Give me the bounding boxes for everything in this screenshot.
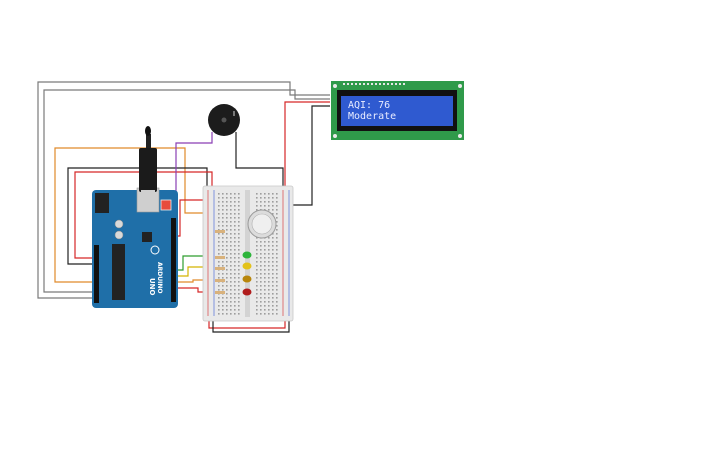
wire-black-lcd: [290, 105, 330, 206]
resistor-led-2: [215, 267, 225, 270]
wire-orange-1: [54, 147, 245, 283]
arduino-brand-label: ARDUINO: [156, 262, 163, 293]
arduino-uno[interactable]: ARDUINO UNO: [92, 187, 178, 308]
wire-black-1: [67, 167, 208, 265]
header-digital: [171, 218, 176, 302]
led-2: [242, 262, 252, 270]
wire-red-lcd: [284, 101, 330, 188]
lcd-screen: [341, 96, 453, 126]
lcd-mount-hole-tr: [458, 84, 462, 88]
atmega-chip: [112, 244, 125, 300]
lcd-line-1: AQI: 76: [348, 100, 390, 111]
capacitor-2: [114, 230, 124, 240]
wire-black-buzzer: [235, 132, 284, 190]
resistor-led-4: [215, 291, 225, 294]
wire-black-bottom: [212, 318, 290, 333]
arduino-logo: [150, 245, 160, 255]
arduino-model-label: UNO: [148, 278, 156, 296]
resistor-sensor: [215, 230, 225, 233]
wire-green-led: [177, 255, 213, 271]
led-3: [242, 275, 252, 283]
reset-button[interactable]: [160, 199, 172, 211]
lcd-mount-hole-bl: [333, 134, 337, 138]
wire-purple-buzzer: [175, 132, 213, 210]
buzzer-hole: [221, 117, 227, 123]
buzzer-plus: [233, 111, 235, 116]
led-1: [242, 251, 252, 259]
leds: [242, 251, 252, 296]
resistors: [215, 230, 225, 294]
smd-chip: [142, 232, 152, 242]
lcd-display[interactable]: AQI: 76 Moderate: [331, 81, 464, 140]
wire-red-1: [74, 171, 213, 259]
gas-sensor-mesh: [251, 213, 273, 235]
wire-gray-inner: [43, 89, 330, 293]
wire-yellow-led: [177, 266, 213, 277]
power-plug[interactable]: [139, 126, 157, 196]
led-4: [242, 288, 252, 296]
wire-red-bottom: [208, 318, 286, 329]
resistor-led-3: [215, 279, 225, 282]
buzzer[interactable]: [208, 104, 240, 136]
header-analog: [94, 245, 99, 303]
resistor-led-1: [215, 256, 225, 259]
gas-sensor[interactable]: [247, 209, 277, 239]
plug-top: [145, 126, 151, 136]
wire-red-power: [177, 199, 210, 237]
lcd-header-pins: [343, 83, 405, 85]
power-jack: [95, 193, 109, 213]
lcd-mount-hole-tl: [333, 84, 337, 88]
lcd-mount-hole-br: [458, 134, 462, 138]
plug-body: [139, 148, 157, 192]
plug-cable: [146, 134, 151, 154]
plug-tip: [141, 190, 155, 196]
wire-gray-outer: [37, 81, 330, 299]
lcd-line-2: Moderate: [348, 111, 396, 122]
capacitor-1: [114, 219, 124, 229]
wires: [37, 81, 330, 333]
